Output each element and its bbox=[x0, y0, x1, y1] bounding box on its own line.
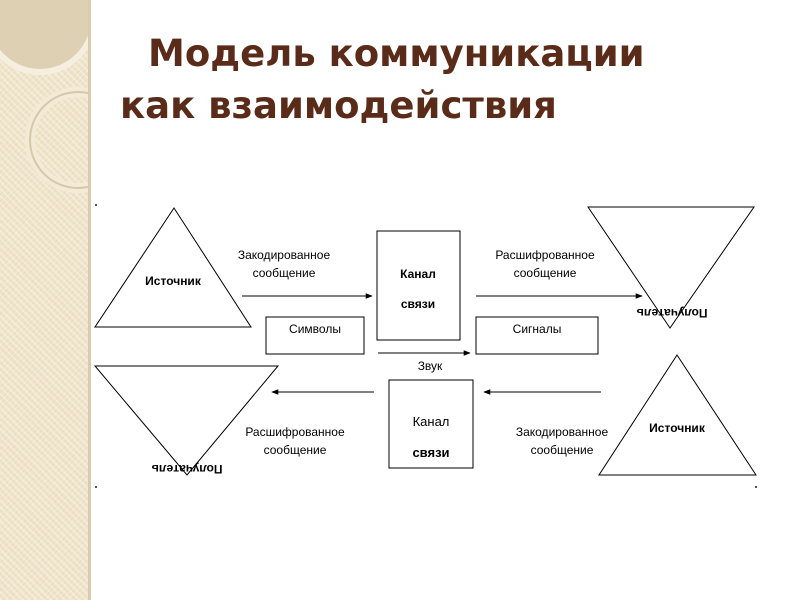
bottom-receiver-triangle bbox=[93, 365, 280, 476]
svg-text:Закодированное: Закодированное bbox=[238, 248, 331, 262]
corner-dot bbox=[95, 204, 97, 206]
bottom-channel-box: Канал связи bbox=[388, 379, 474, 469]
top-encoded-message-label: Закодированное сообщение bbox=[238, 248, 331, 280]
side-strip-edge bbox=[88, 0, 91, 600]
slide-title-line-2: как взаимодействия bbox=[120, 84, 557, 127]
bottom-channel-label-1: Канал bbox=[413, 414, 450, 429]
signals-label: Сигналы bbox=[513, 322, 562, 336]
top-channel-box: Канал связи bbox=[376, 230, 461, 341]
symbols-box: Символы bbox=[265, 316, 365, 355]
bottom-source-triangle bbox=[598, 354, 757, 476]
sound-label: Звук bbox=[418, 359, 443, 373]
bottom-encoded-message-label: Закодированное сообщение bbox=[516, 425, 609, 457]
bottom-decoded-message-label: Расшифрованное сообщение bbox=[245, 425, 345, 457]
decorative-side-strip bbox=[0, 0, 88, 600]
top-channel-rect bbox=[376, 230, 461, 341]
svg-text:сообщение: сообщение bbox=[514, 266, 577, 280]
top-source-triangle bbox=[94, 207, 252, 328]
top-channel-label-1: Канал bbox=[400, 267, 436, 281]
signals-box: Сигналы bbox=[475, 316, 599, 355]
svg-text:Расшифрованное: Расшифрованное bbox=[245, 425, 345, 439]
top-source-node: Источник bbox=[94, 207, 252, 328]
bottom-source-node: Источник bbox=[598, 354, 757, 476]
svg-text:Закодированное: Закодированное bbox=[516, 425, 609, 439]
svg-text:Расшифрованное: Расшифрованное bbox=[495, 248, 595, 262]
decorative-rings bbox=[0, 0, 88, 193]
slide-title: Модель коммуникации как взаимодействия bbox=[120, 28, 740, 132]
top-receiver-node: Получатель bbox=[587, 206, 755, 329]
corner-dot bbox=[755, 486, 757, 488]
top-receiver-triangle bbox=[587, 206, 755, 329]
top-channel-label-2: связи bbox=[401, 297, 435, 311]
corner-dot bbox=[95, 486, 97, 488]
svg-text:сообщение: сообщение bbox=[253, 266, 316, 280]
bottom-receiver-node: Получатель bbox=[93, 365, 280, 476]
slide-title-line-1: Модель коммуникации bbox=[148, 32, 645, 75]
symbols-label: Символы bbox=[289, 322, 341, 336]
top-decoded-message-label: Расшифрованное сообщение bbox=[495, 248, 595, 280]
bottom-source-label: Источник bbox=[649, 421, 706, 435]
bottom-channel-rect bbox=[388, 379, 474, 469]
top-receiver-label: Получатель bbox=[637, 306, 708, 320]
top-source-label: Источник bbox=[145, 274, 202, 288]
bottom-channel-label-2: связи bbox=[412, 445, 449, 460]
bottom-receiver-label: Получатель bbox=[152, 462, 223, 476]
svg-text:сообщение: сообщение bbox=[531, 443, 594, 457]
svg-text:сообщение: сообщение bbox=[264, 443, 327, 457]
